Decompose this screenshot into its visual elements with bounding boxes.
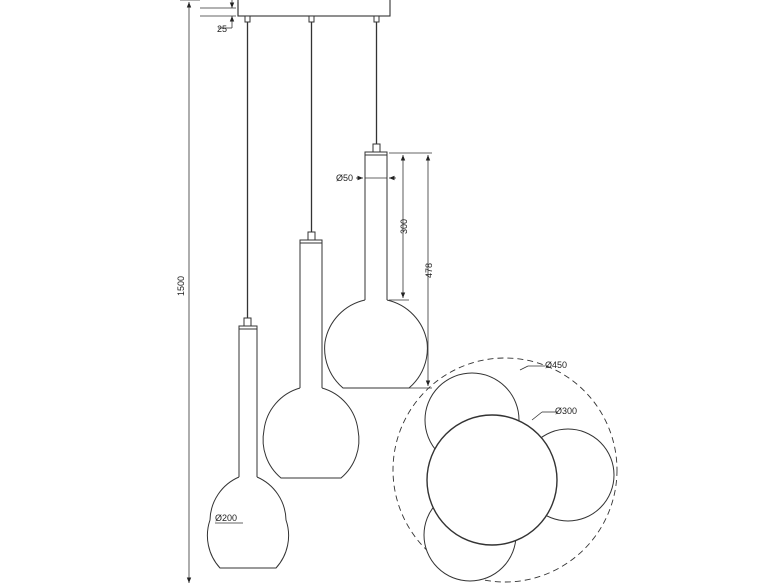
pendant-middle	[262, 15, 360, 479]
canopy-outline-dashed	[392, 357, 618, 583]
pendant-tube	[299, 243, 323, 388]
pendant-height-label: 478	[424, 263, 434, 278]
pendant-cap	[238, 325, 258, 330]
pendant-globe	[262, 387, 360, 479]
pipe-length-label: 300	[399, 219, 409, 234]
top-view-leaders	[519, 365, 558, 421]
canopy-height-label: 25	[217, 24, 227, 34]
pipe-diameter-label: Ø50	[336, 173, 353, 183]
top-view-globe-main	[426, 414, 558, 546]
pendant-globe	[324, 299, 428, 389]
total-height-dimension	[180, 0, 200, 583]
top-view	[392, 357, 618, 583]
canopy-height-dimension	[200, 0, 236, 29]
cable-anchor	[244, 15, 251, 23]
cable-anchor	[308, 15, 315, 23]
pendant-left	[206, 15, 290, 569]
total-height-label: 1500	[176, 276, 186, 296]
pendant-tube	[238, 329, 258, 477]
top-view-globe-diameter-label: Ø300	[555, 406, 577, 416]
pendant-cap	[364, 151, 388, 156]
cable-gland	[372, 143, 381, 153]
canopy	[237, 0, 391, 17]
pendant-globe	[206, 476, 290, 569]
cable-anchor	[373, 15, 380, 23]
cable-gland	[243, 317, 252, 327]
pendant-right	[324, 15, 428, 389]
globe-diameter-label: Ø200	[215, 513, 237, 523]
canopy-diameter-label: Ø450	[545, 360, 567, 370]
cable-gland	[307, 231, 316, 241]
pipe-length-dimension	[389, 152, 432, 301]
pendant-cap	[299, 239, 323, 244]
pendant-tube	[364, 155, 388, 300]
